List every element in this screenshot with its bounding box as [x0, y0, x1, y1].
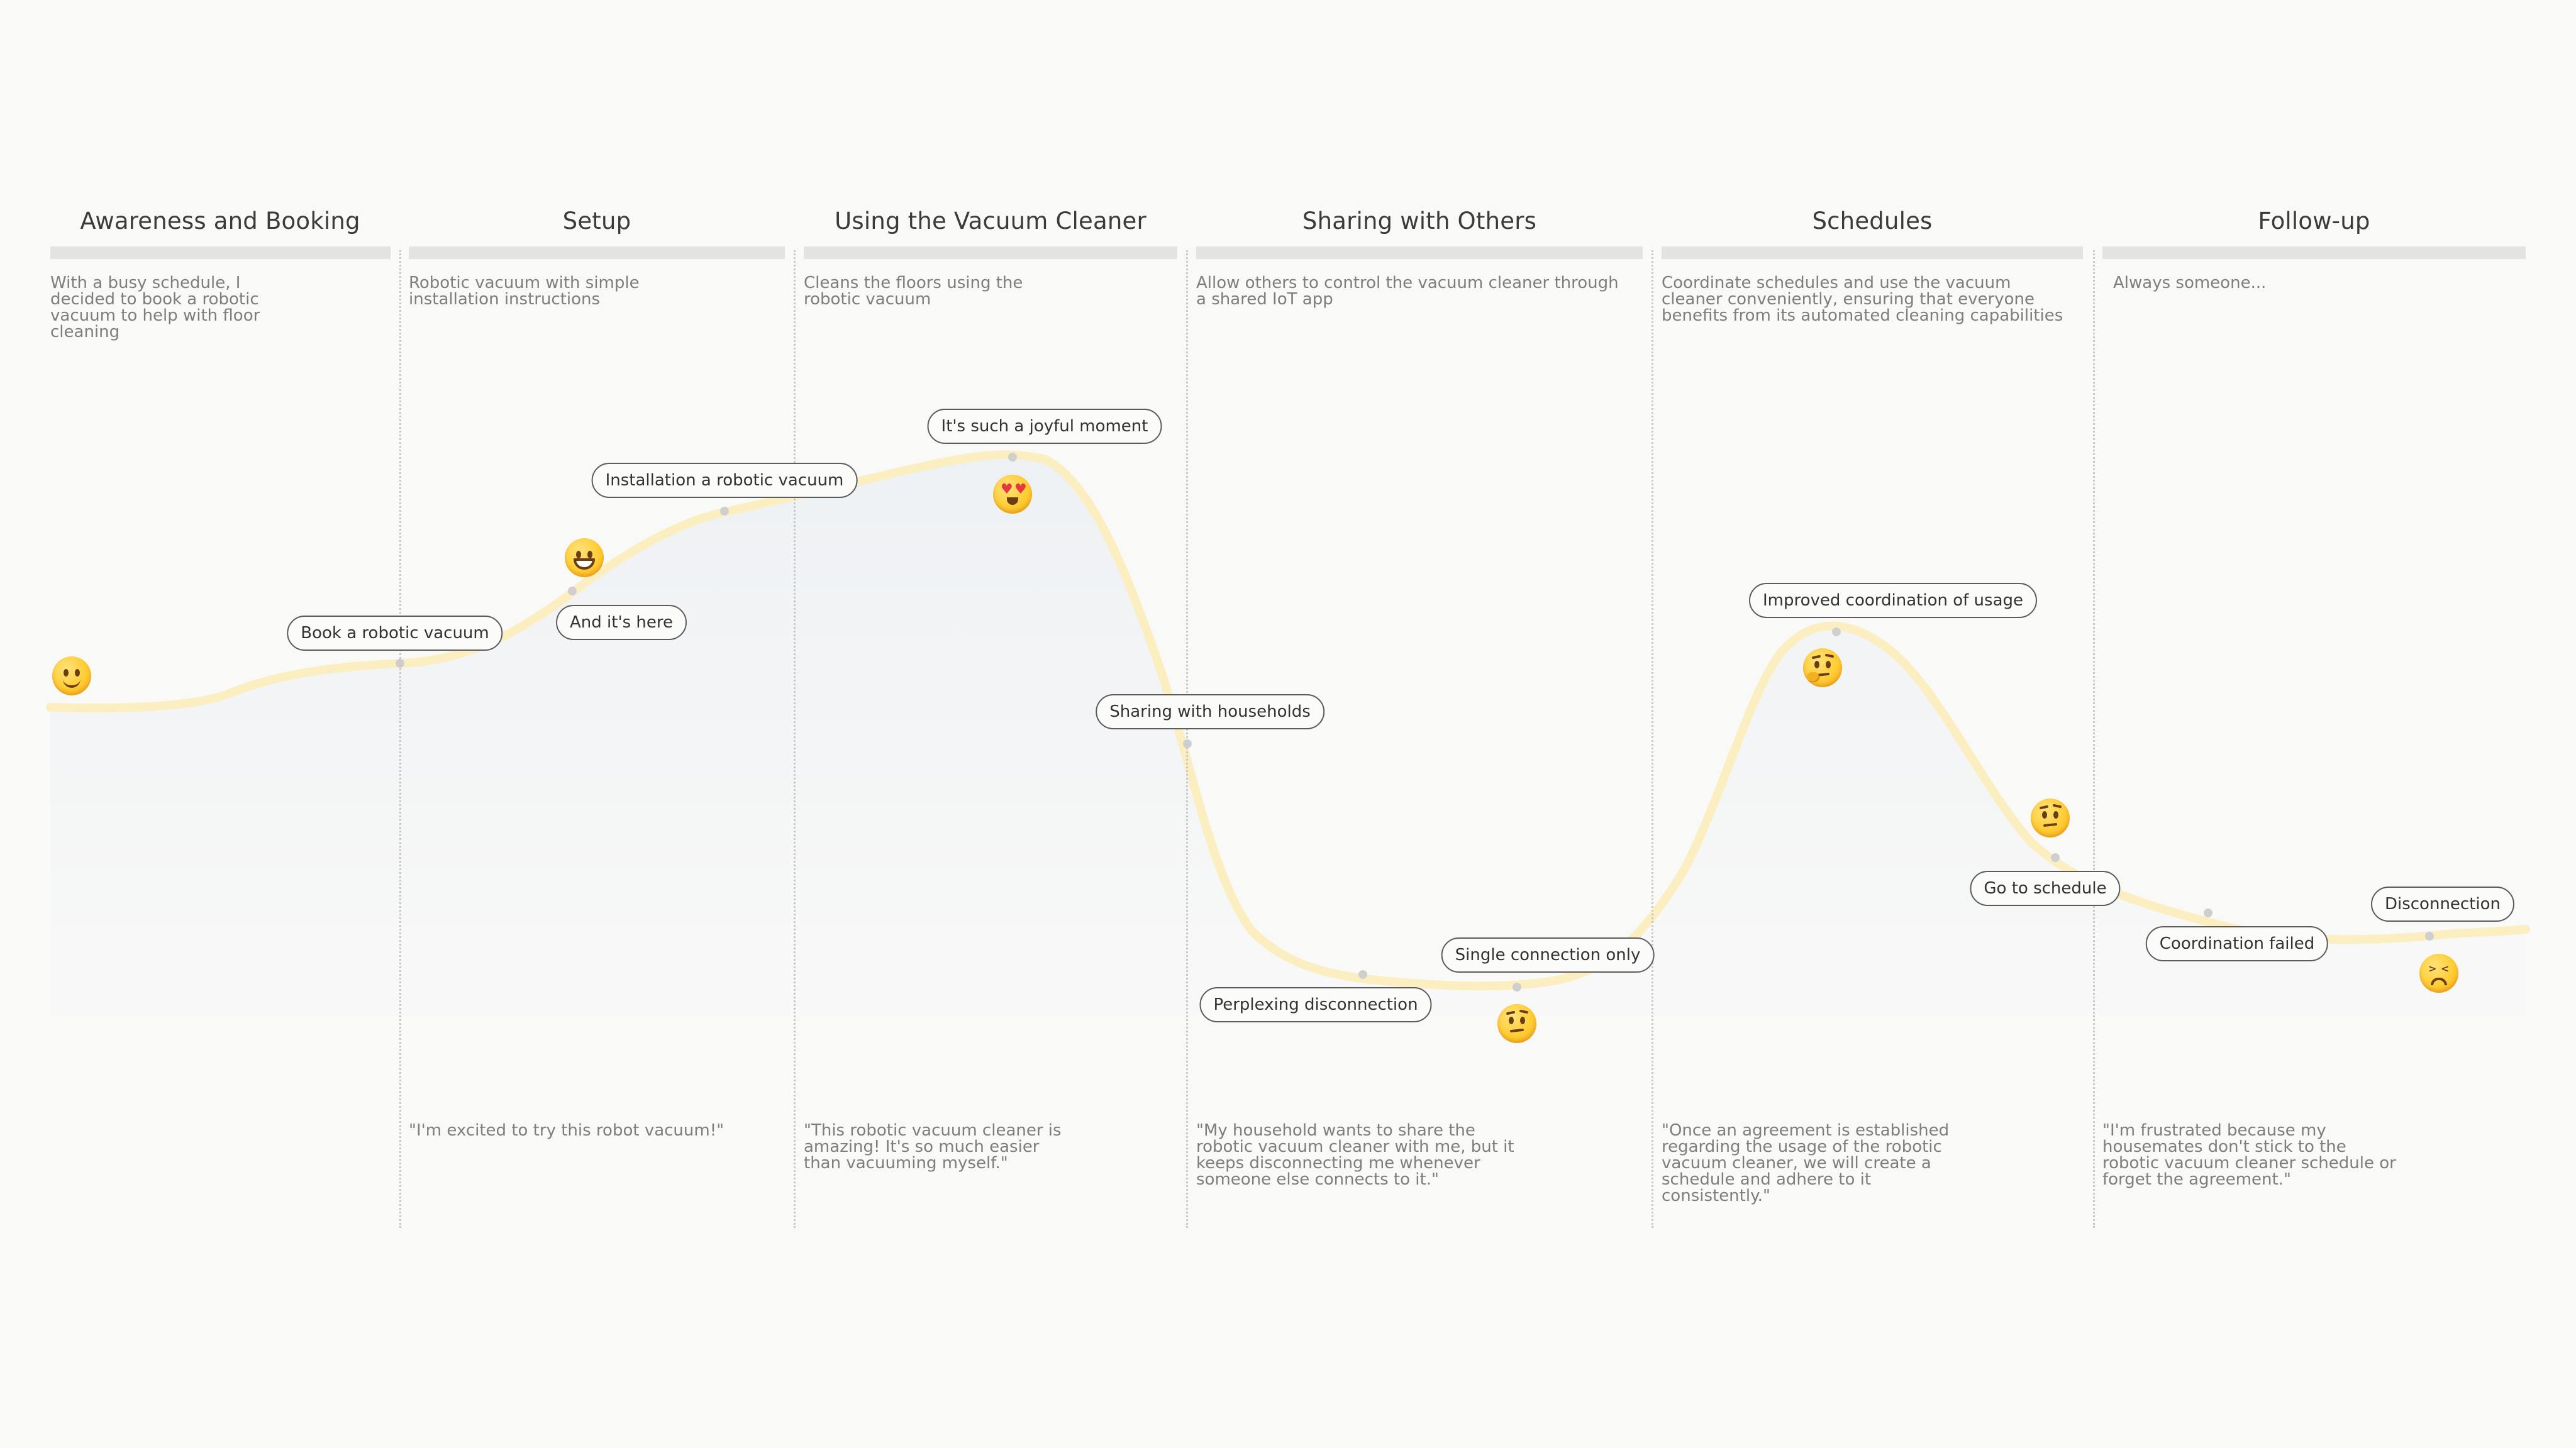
touchpoint-label: Book a robotic vacuum	[287, 616, 503, 651]
stage-bar	[409, 246, 785, 259]
stage-description: Coordinate schedules and use the vacuum …	[1662, 274, 2063, 325]
stage-bar	[1196, 246, 1643, 259]
raised-eyebrow-face-icon	[2031, 799, 2070, 837]
stage-quote: "This robotic vacuum cleaner is amazing!…	[804, 1121, 1062, 1173]
stage-divider	[399, 250, 401, 1228]
touchpoint-node	[2051, 853, 2060, 862]
stage-quote: "I'm frustrated because my housemates do…	[2102, 1121, 2396, 1189]
touchpoint-node	[2204, 909, 2212, 917]
touchpoint-node	[1358, 970, 1367, 979]
touchpoint-label: Improved coordination of usage	[1748, 583, 2038, 618]
touchpoint-node	[1008, 453, 1017, 461]
stage-divider	[1186, 250, 1188, 1228]
stage-description: Robotic vacuum with simple installation …	[409, 274, 640, 309]
touchpoint-node	[1832, 627, 1841, 636]
touchpoint-label: It's such a joyful moment	[927, 409, 1162, 444]
stage-description: Allow others to control the vacuum clean…	[1196, 274, 1619, 309]
touchpoint-node	[568, 587, 577, 595]
stage-bar	[50, 246, 391, 259]
stage-title: Follow-up	[2258, 207, 2370, 235]
touchpoint-label: Sharing with households	[1096, 694, 1324, 729]
stage-quote: "Once an agreement is established regard…	[1662, 1121, 1950, 1205]
stage-divider	[2093, 250, 2095, 1228]
stage-quote: "I'm excited to try this robot vacuum!"	[409, 1121, 724, 1140]
touchpoint-label: Installation a robotic vacuum	[591, 463, 858, 498]
stage-title: Setup	[562, 207, 631, 235]
stage-bar	[804, 246, 1177, 259]
heart-eyes-face-icon: ♥♥	[993, 475, 1032, 514]
stage-title: Using the Vacuum Cleaner	[835, 207, 1146, 235]
touchpoint-label: Coordination failed	[2145, 926, 2329, 961]
stage-bar	[2102, 246, 2526, 259]
emotion-area	[50, 455, 2526, 1037]
stage-quote: "My household wants to share the robotic…	[1196, 1121, 1514, 1189]
confounded-face-icon: ><	[2419, 954, 2458, 993]
touchpoint-label: Perplexing disconnection	[1199, 987, 1432, 1022]
touchpoint-label: And it's here	[556, 605, 687, 640]
stage-divider	[1652, 250, 1653, 1228]
stage-bar	[1662, 246, 2083, 259]
touchpoint-label: Disconnection	[2370, 887, 2515, 922]
stage-description: Cleans the floors using the robotic vacu…	[804, 274, 1023, 309]
stage-title: Awareness and Booking	[80, 207, 360, 235]
grinning-face-icon	[565, 538, 604, 577]
touchpoint-label: Single connection only	[1441, 937, 1655, 973]
stage-title: Schedules	[1812, 207, 1933, 235]
stage-divider	[794, 250, 796, 1228]
stage-description: With a busy schedule, I decided to book …	[50, 274, 260, 341]
stage-description: Always someone...	[2113, 274, 2267, 292]
stage-title: Sharing with Others	[1302, 207, 1537, 235]
thinking-face-icon	[1803, 648, 1842, 687]
slightly-smiling-face-icon	[52, 656, 91, 695]
touchpoint-node	[1513, 983, 1521, 992]
raised-eyebrow-face-icon	[1497, 1004, 1536, 1043]
touchpoint-label: Go to schedule	[1970, 871, 2121, 906]
touchpoint-node	[720, 507, 729, 516]
touchpoint-node	[2425, 932, 2434, 941]
